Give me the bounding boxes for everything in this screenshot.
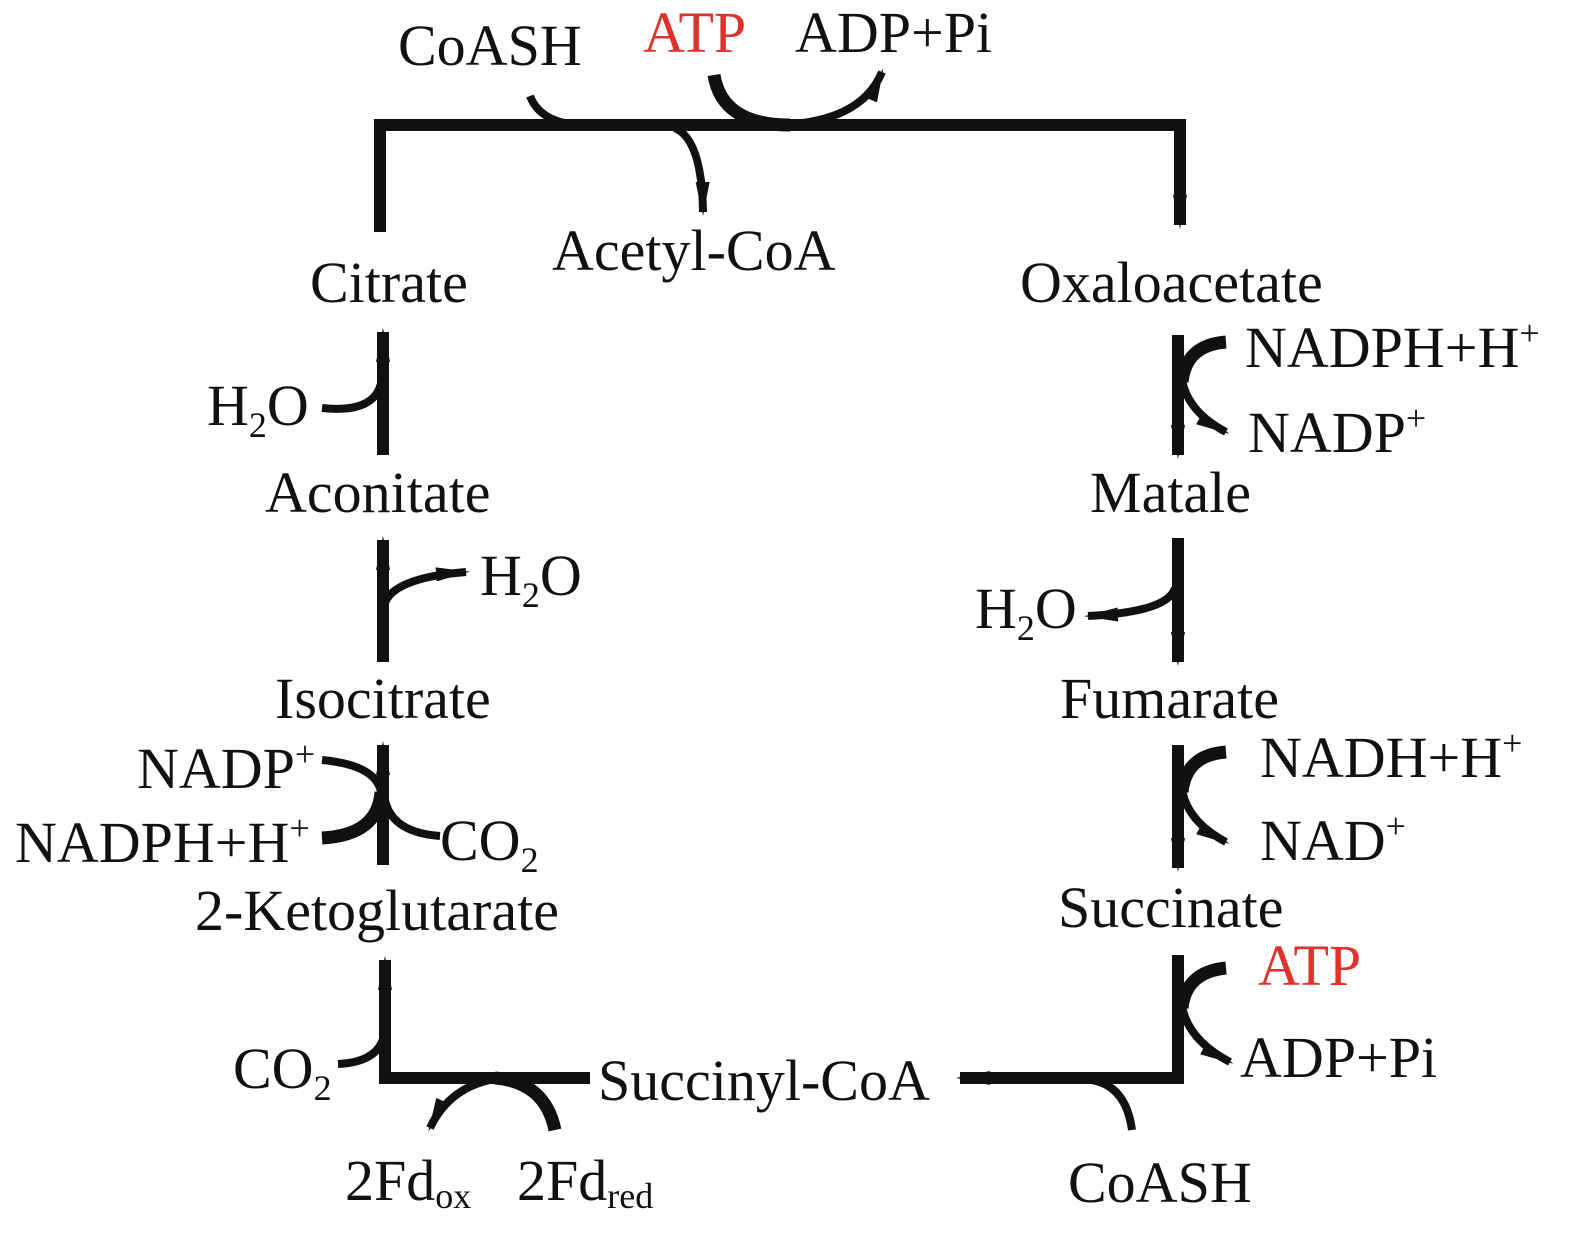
coash-bottom-label: CoASH — [1068, 1150, 1252, 1215]
h2o-isocitrate-label: H2O — [480, 543, 582, 615]
fd-red-label: 2Fdred — [517, 1148, 653, 1216]
aconitate-label: Aconitate — [265, 460, 490, 525]
nadph-h-left-label: NADPH+H+ — [15, 808, 310, 875]
ketoglutarate-label: 2-Ketoglutarate — [195, 878, 559, 943]
h2o-aconitate-label: H2O — [207, 373, 309, 445]
fumarate-label: Fumarate — [1060, 666, 1279, 731]
succinyl-coa-label: Succinyl-CoA — [598, 1048, 930, 1113]
h2o-matale-label: H2O — [975, 576, 1077, 648]
nadp-left-label: NADP+ — [137, 734, 315, 801]
arrow-succinylcoa-ketoglutarate — [378, 956, 590, 1084]
adp-pi-top-label: ADP+Pi — [795, 0, 992, 65]
matale-label: Matale — [1090, 460, 1251, 525]
co2-left-label: CO2 — [440, 808, 539, 880]
cofactor-curves — [321, 68, 1234, 1132]
nadh-h-label: NADH+H+ — [1260, 723, 1522, 790]
nadp-right-label: NADP+ — [1248, 398, 1426, 465]
oxaloacetate-label: Oxaloacetate — [1020, 250, 1323, 315]
atp-top-label: ATP — [643, 0, 746, 65]
citrate-label: Citrate — [310, 250, 468, 315]
fd-ox-label: 2Fdox — [345, 1148, 471, 1216]
atp-bottom-label: ATP — [1258, 933, 1361, 998]
acetyl-coa-label: Acetyl-CoA — [552, 218, 836, 283]
co2-bottom-label: CO2 — [233, 1036, 332, 1108]
coash-top-label: CoASH — [398, 13, 582, 78]
isocitrate-label: Isocitrate — [275, 666, 491, 731]
succinate-label: Succinate — [1058, 875, 1283, 940]
adp-pi-bottom-label: ADP+Pi — [1240, 1025, 1437, 1090]
arrow-succinate-succinylcoa — [956, 955, 1184, 1085]
top-bracket — [374, 119, 1186, 232]
nadph-h-right-label: NADPH+H+ — [1245, 313, 1540, 380]
nad-label: NAD+ — [1260, 806, 1406, 873]
